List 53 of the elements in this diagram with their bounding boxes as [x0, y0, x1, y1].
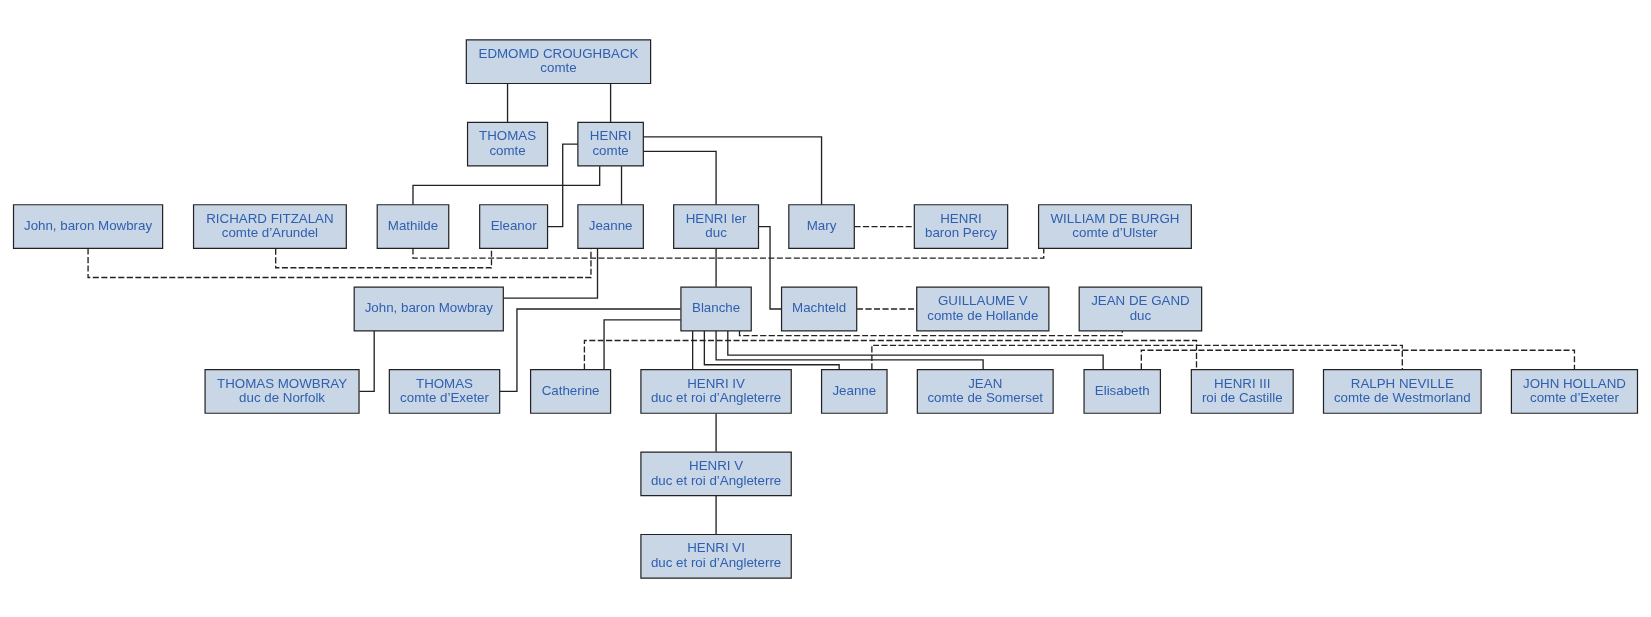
node-box: Machteld [780, 286, 858, 331]
node-box: HENRI comte [577, 121, 644, 167]
node-box: JEAN comte de Somerset [916, 368, 1054, 414]
node-box: John, baron Mowbray [353, 286, 504, 331]
connector [583, 339, 1198, 370]
node-box: RALPH NEVILLE comte de Westmorland [1322, 368, 1482, 414]
node-box: John, baron Mowbray [12, 203, 164, 249]
node-box: WILLIAM DE BURGH comte d’Ulster [1037, 203, 1192, 249]
node-box: Elisabeth [1083, 368, 1162, 414]
node-box: Blanche [680, 286, 752, 331]
connector [506, 82, 509, 123]
node-box: Mary [788, 203, 855, 249]
node-box: JEAN DE GAND duc [1078, 286, 1203, 331]
connector [87, 247, 592, 278]
connector [715, 329, 984, 370]
connector [715, 494, 717, 535]
connector [757, 225, 783, 310]
node-box: HENRI VI duc et roi d’Angleterre [640, 533, 792, 579]
connector [642, 135, 823, 205]
node-box: GUILLAUME V comte de Hollande [916, 286, 1050, 331]
node-box: HENRI III roi de Castille [1190, 368, 1294, 414]
connector [692, 329, 694, 370]
node-box: Mathilde [376, 203, 450, 249]
connector [547, 142, 579, 227]
connector [715, 412, 717, 452]
node-box: THOMAS comte [466, 121, 549, 167]
connector [703, 329, 840, 370]
node-box: THOMAS MOWBRAY duc de Norfolk [204, 368, 360, 414]
connector [715, 247, 717, 287]
node-box: Eleanor [479, 203, 549, 249]
connector [620, 165, 623, 205]
node-box: HENRI baron Percy [913, 203, 1009, 249]
node-box: Jeanne [577, 203, 644, 249]
node-box: Catherine [530, 368, 612, 414]
node-box: HENRI Ier duc [673, 203, 760, 249]
node-box: HENRI IV duc et roi d’Angleterre [640, 368, 792, 414]
node-box: RICHARD FITZALAN comte d’Arundel [192, 203, 347, 249]
connector [642, 150, 717, 205]
connector [603, 318, 682, 370]
connector [412, 247, 1045, 259]
connector [358, 329, 375, 392]
connector [609, 82, 612, 123]
connector [738, 329, 1123, 336]
node-box: HENRI V duc et roi d’Angleterre [640, 450, 792, 496]
connector [275, 247, 493, 268]
connector [727, 329, 1104, 370]
node-box: EDMOMD CROUGHBACK comte [465, 38, 652, 84]
connector [871, 344, 1403, 370]
connector [853, 225, 915, 227]
connector [503, 247, 599, 299]
node-box: Jeanne [820, 368, 888, 414]
node-box: JOHN HOLLAND comte d’Exeter [1510, 368, 1639, 414]
node-box: THOMAS comte d’Exeter [388, 368, 501, 414]
